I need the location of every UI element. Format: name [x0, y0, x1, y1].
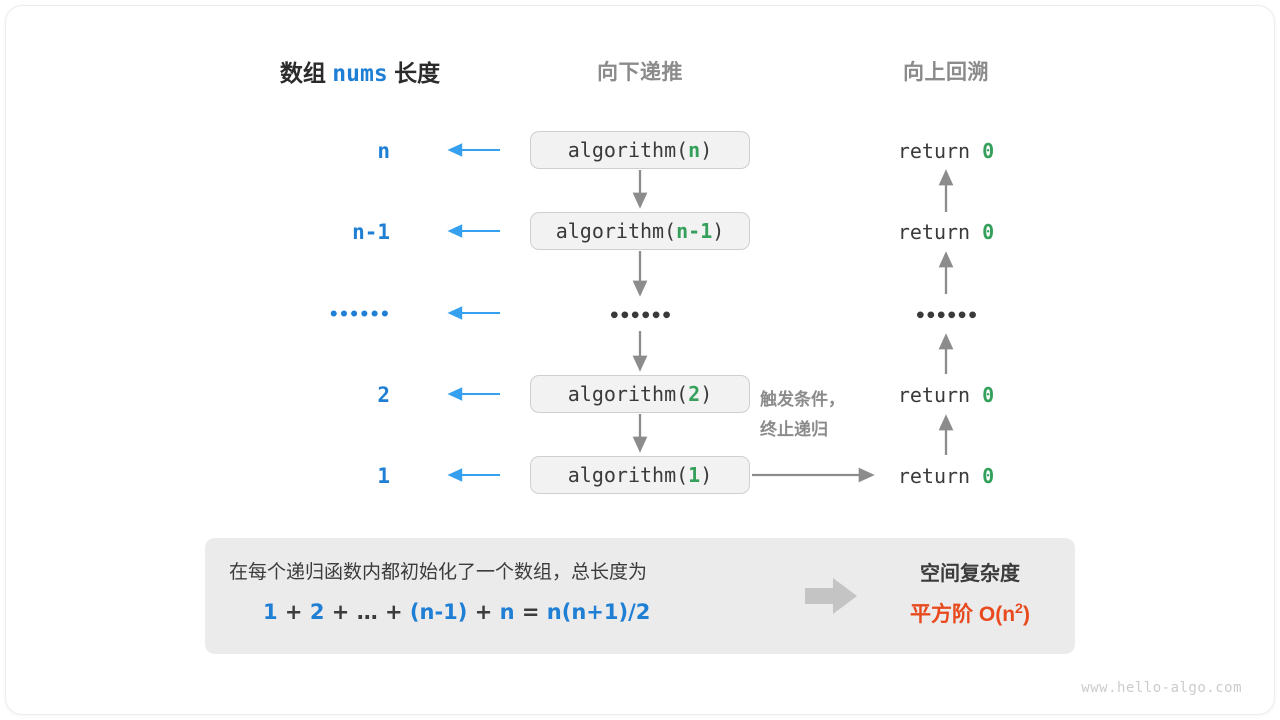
return-statement-row-2: return 0	[846, 220, 1046, 244]
complexity-value: 平方阶 O(n2)	[865, 598, 1075, 628]
call-prefix-row-4: algorithm(	[567, 382, 689, 406]
complexity-title: 空间复杂度	[920, 563, 1020, 585]
summary-panel: 在每个递归函数内都初始化了一个数组，总长度为 1 + 2 + … + (n-1)…	[205, 538, 1075, 654]
algorithm-call-box-row-4[interactable]: algorithm(2)	[530, 375, 750, 413]
formula-term-2: 2	[309, 600, 325, 624]
length-label-row-1: n	[377, 139, 390, 163]
call-suffix-row-5: )	[700, 463, 713, 487]
formula-op-1: +	[277, 600, 310, 624]
termination-note-line-2: 终止递归	[760, 420, 828, 439]
return-value-row-2: 0	[982, 220, 995, 244]
return-ellipsis-row-3: ••••••	[914, 305, 979, 327]
termination-condition-note: 触发条件， 终止递归	[760, 385, 880, 445]
header-left-prefix: 数组	[279, 60, 333, 86]
formula-op-3: +	[377, 600, 410, 624]
complexity-prefix: 平方阶	[910, 603, 979, 626]
return-prefix-row-4: return	[897, 383, 983, 407]
length-label-row-2: n-1	[352, 220, 390, 244]
formula-term-3: (n-1)	[409, 600, 468, 624]
site-watermark: www.hello-algo.com	[1081, 680, 1242, 696]
return-value-row-5: 0	[982, 464, 995, 488]
summary-formula: 1 + 2 + … + (n-1) + n = n(n+1)/2	[263, 600, 650, 624]
formula-result: n(n+1)/2	[546, 600, 651, 624]
formula-ellipsis: …	[356, 600, 378, 624]
call-prefix-row-1: algorithm(	[567, 138, 689, 162]
termination-note-line-1: 触发条件，	[760, 390, 845, 409]
return-statement-row-4: return 0	[846, 383, 1046, 407]
call-suffix-row-2: )	[712, 219, 725, 243]
return-prefix-row-1: return	[897, 139, 983, 163]
formula-op-4: +	[467, 600, 500, 624]
complexity-exponent: 2	[1015, 601, 1023, 617]
length-label-row-3-ellipsis: ••••••	[328, 305, 390, 325]
algorithm-call-ellipsis-row-3: ••••••	[608, 305, 673, 327]
call-arg-row-2: n-1	[676, 219, 713, 243]
right-block-arrow-icon	[805, 578, 857, 614]
complexity-suffix: )	[1022, 603, 1030, 626]
column-header-return-up: 向上回溯	[903, 61, 989, 84]
return-prefix-row-2: return	[897, 220, 983, 244]
return-value-row-4: 0	[982, 383, 995, 407]
complexity-notation: O(n	[978, 603, 1016, 626]
call-suffix-row-1: )	[700, 138, 713, 162]
formula-term-1: 1	[263, 600, 278, 624]
call-arg-row-4: 2	[688, 382, 701, 406]
return-statement-row-1: return 0	[846, 139, 1046, 163]
header-left-code: nums	[332, 61, 388, 87]
call-suffix-row-4: )	[700, 382, 713, 406]
column-header-recurse-down: 向下递推	[597, 61, 683, 84]
return-prefix-row-5: return	[897, 464, 983, 488]
call-prefix-row-5: algorithm(	[567, 463, 689, 487]
column-header-array-length: 数组 nums 长度	[0, 54, 720, 88]
formula-op-2: +	[324, 600, 357, 624]
call-arg-row-5: 1	[688, 463, 701, 487]
call-prefix-row-2: algorithm(	[555, 219, 677, 243]
return-statement-row-5: return 0	[846, 464, 1046, 488]
length-label-row-5: 1	[377, 464, 390, 488]
call-arg-row-1: n	[688, 138, 701, 162]
algorithm-call-box-row-1[interactable]: algorithm(n)	[530, 131, 750, 169]
formula-equals: =	[514, 600, 547, 624]
summary-description: 在每个递归函数内都初始化了一个数组，总长度为	[229, 562, 648, 583]
formula-term-4: n	[499, 600, 515, 624]
length-label-row-4: 2	[377, 383, 390, 407]
return-value-row-1: 0	[982, 139, 995, 163]
algorithm-call-box-row-5[interactable]: algorithm(1)	[530, 456, 750, 494]
header-left-suffix: 长度	[387, 60, 441, 86]
algorithm-call-box-row-2[interactable]: algorithm(n-1)	[530, 212, 750, 250]
